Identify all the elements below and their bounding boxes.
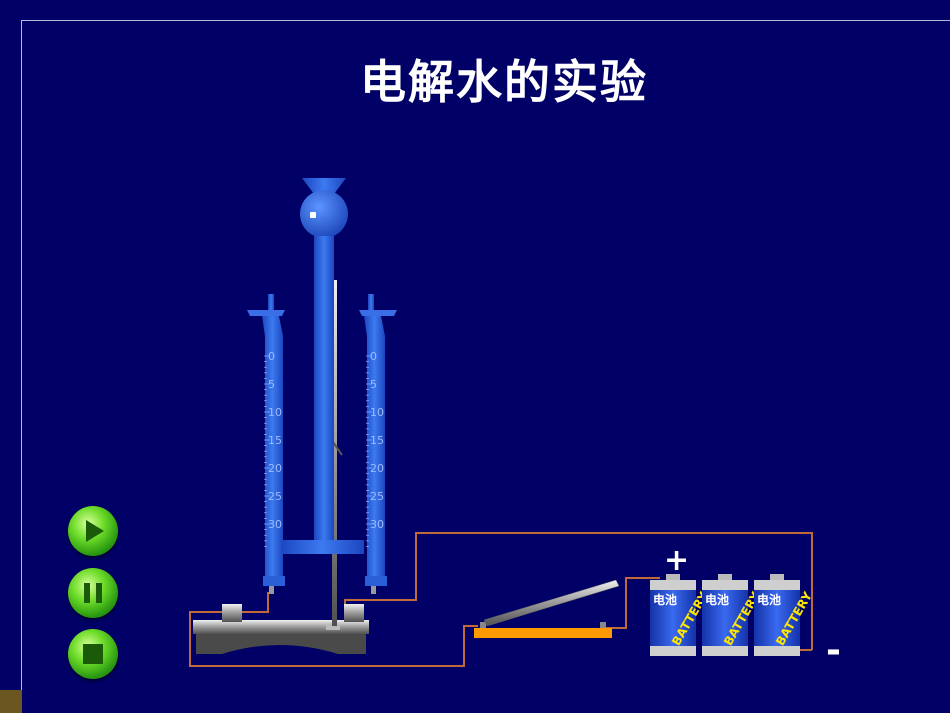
pause-button[interactable] xyxy=(68,568,118,618)
scale-label: 30 xyxy=(268,518,282,531)
battery-cn-label: 电池 xyxy=(653,592,677,607)
circuit-wires xyxy=(189,532,813,667)
support-rod xyxy=(332,280,337,626)
scale-label: 25 xyxy=(268,490,282,503)
scale-label: 15 xyxy=(370,434,384,447)
scale-label: 10 xyxy=(268,406,282,419)
wire-left-loop xyxy=(189,592,478,667)
knife-switch xyxy=(474,579,620,638)
right-burette-scale: 0 5 10 15 20 25 30 xyxy=(366,350,384,547)
scale-label: 20 xyxy=(268,462,282,475)
stop-icon xyxy=(83,644,103,664)
positive-terminal-sign: + xyxy=(664,543,689,578)
pause-icon xyxy=(84,583,90,603)
scale-label: 15 xyxy=(268,434,282,447)
scale-label: 25 xyxy=(370,490,384,503)
stop-button[interactable] xyxy=(68,629,118,679)
center-reservoir xyxy=(280,178,364,554)
scale-label: 20 xyxy=(370,462,384,475)
scale-label: 30 xyxy=(370,518,384,531)
battery-cn-label: 电池 xyxy=(757,592,781,607)
corner-marker xyxy=(0,690,22,713)
play-icon xyxy=(86,520,104,542)
left-burette-scale: 0 5 10 15 20 25 30 xyxy=(264,350,282,547)
wire-top-loop xyxy=(344,532,813,650)
page-title: 电解水的实验 xyxy=(360,55,648,109)
negative-terminal-sign: - xyxy=(826,630,841,671)
play-button[interactable] xyxy=(68,506,118,556)
scale-label: 10 xyxy=(370,406,384,419)
wire-switch-battery xyxy=(606,577,660,629)
left-burette: 0 5 10 15 20 25 30 xyxy=(247,294,285,594)
scale-label: 5 xyxy=(268,378,275,391)
slide-frame xyxy=(21,20,950,700)
scale-label: 0 xyxy=(268,350,275,363)
right-burette: 0 5 10 15 20 25 30 xyxy=(359,294,397,594)
scale-label: 0 xyxy=(370,350,377,363)
pause-icon xyxy=(96,583,102,603)
battery-cn-label: 电池 xyxy=(705,592,729,607)
stand-base xyxy=(193,604,369,654)
scale-label: 5 xyxy=(370,378,377,391)
